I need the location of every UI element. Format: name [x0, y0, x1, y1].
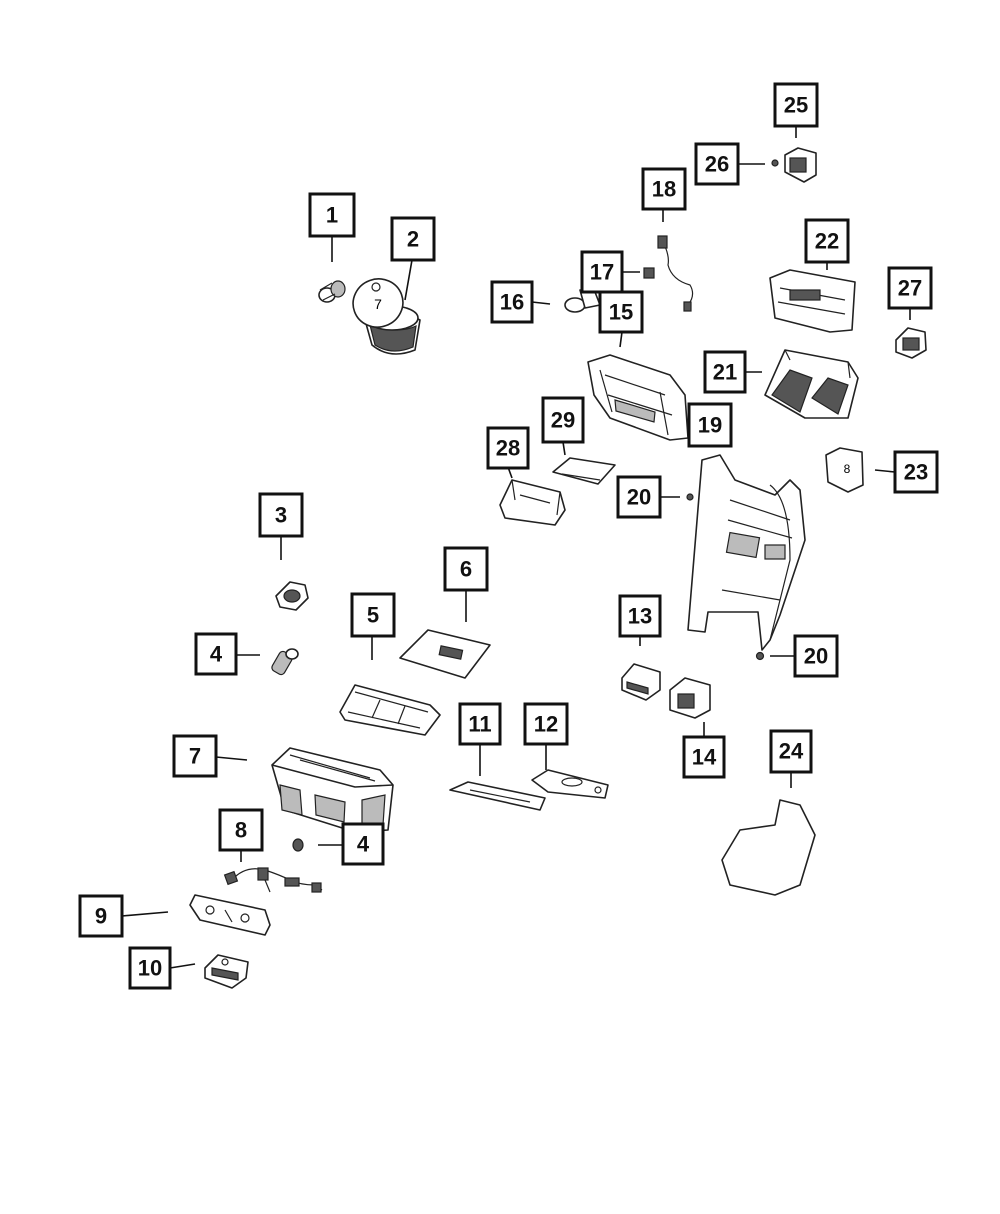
- svg-text:21: 21: [713, 360, 737, 385]
- callout-12: 12: [523, 702, 569, 746]
- part-26-screw: [771, 159, 779, 167]
- callout-10: 10: [128, 946, 172, 990]
- svg-text:16: 16: [500, 290, 524, 315]
- part-21-vent-housing: [764, 349, 859, 419]
- svg-text:26: 26: [705, 152, 729, 177]
- svg-text:20: 20: [804, 644, 828, 669]
- callout-24: 24: [769, 729, 813, 774]
- callout-13: 13: [618, 594, 662, 638]
- part-14-switch-block: [669, 677, 711, 719]
- part-3-bezel: [275, 581, 309, 611]
- svg-text:23: 23: [904, 460, 928, 485]
- svg-text:15: 15: [609, 300, 633, 325]
- callout-9: 9: [78, 894, 124, 938]
- callout-19: 19: [687, 402, 733, 448]
- callout-4-upper: 4: [194, 632, 238, 676]
- part-6-mat: [399, 629, 491, 679]
- callout-21: 21: [703, 350, 747, 394]
- part-22-vent-panel: [769, 269, 856, 333]
- part-20-clip-upper: [686, 493, 694, 501]
- part-5-tray: [339, 684, 441, 736]
- part-25-switch: [784, 147, 817, 183]
- svg-text:12: 12: [534, 712, 558, 737]
- part-27-switch: [895, 327, 927, 359]
- part-24-mat: [721, 799, 816, 896]
- part-11-trim-strip: [449, 781, 546, 811]
- callout-20-upper: 20: [616, 475, 662, 519]
- callout-17: 17: [580, 250, 624, 294]
- part-2-cupholder: 7: [352, 278, 421, 355]
- svg-text:11: 11: [468, 712, 491, 737]
- svg-text:4: 4: [357, 832, 370, 857]
- callout-3: 3: [258, 492, 304, 538]
- part-17-clip: [643, 267, 655, 279]
- svg-text:4: 4: [210, 642, 223, 667]
- svg-text:24: 24: [779, 739, 804, 764]
- svg-text:9: 9: [95, 904, 107, 929]
- svg-text:22: 22: [815, 229, 839, 254]
- svg-text:1: 1: [326, 203, 338, 228]
- part-4-socket-lower: [292, 838, 304, 852]
- part-4-socket-upper: [271, 648, 299, 676]
- svg-text:10: 10: [138, 956, 162, 981]
- callout-5: 5: [350, 592, 396, 638]
- svg-text:29: 29: [551, 408, 575, 433]
- callout-28: 28: [486, 426, 530, 470]
- callout-11: 11: [458, 702, 502, 746]
- callout-4-lower: 4: [341, 822, 385, 866]
- callout-22: 22: [804, 218, 850, 264]
- svg-text:28: 28: [496, 436, 520, 461]
- svg-text:25: 25: [784, 93, 808, 118]
- callout-29: 29: [541, 396, 585, 444]
- part-1-plug: [318, 280, 346, 303]
- svg-text:7: 7: [189, 744, 201, 769]
- lid-mark: 7: [374, 296, 382, 312]
- callout-27: 27: [887, 266, 933, 310]
- svg-text:2: 2: [407, 227, 419, 252]
- callout-18: 18: [641, 167, 687, 211]
- svg-text:8: 8: [235, 818, 247, 843]
- part-7-console-base: [271, 747, 394, 833]
- part-28-bracket: [499, 479, 566, 526]
- part-19-side-panel: [687, 454, 806, 651]
- callout-6: 6: [443, 546, 489, 592]
- svg-text:27: 27: [898, 276, 922, 301]
- part-29-plate: [552, 457, 616, 485]
- part-12-trim-plate: [531, 769, 609, 799]
- part-18-cable: [657, 235, 694, 312]
- svg-text:3: 3: [275, 503, 287, 528]
- callout-26: 26: [694, 142, 740, 186]
- callout-8: 8: [218, 808, 264, 852]
- svg-text:6: 6: [460, 557, 472, 582]
- part-8-wire-harness: [223, 867, 323, 893]
- svg-text:17: 17: [590, 260, 614, 285]
- svg-text:14: 14: [692, 745, 717, 770]
- part-13-usb-module: [621, 663, 661, 701]
- svg-text:19: 19: [698, 413, 722, 438]
- callout-14: 14: [682, 735, 726, 779]
- part-9-bracket: [189, 894, 271, 936]
- callout-23: 23: [893, 450, 939, 494]
- part-15-console-frame: [587, 354, 689, 441]
- callout-2: 2: [390, 216, 436, 262]
- callout-1: 1: [308, 192, 356, 238]
- svg-text:20: 20: [627, 485, 651, 510]
- callout-20-lower: 20: [793, 634, 839, 678]
- part-23-cover-plate: 8: [825, 447, 864, 493]
- callout-25: 25: [773, 82, 819, 128]
- switch-mark: 8: [844, 462, 851, 476]
- callout-15: 15: [598, 290, 644, 334]
- svg-text:13: 13: [628, 604, 652, 629]
- part-20-clip-lower: [755, 651, 765, 661]
- part-10-module: [204, 954, 249, 989]
- callout-16: 16: [490, 280, 534, 324]
- callout-7: 7: [172, 734, 218, 778]
- svg-text:18: 18: [652, 177, 676, 202]
- svg-text:5: 5: [367, 603, 379, 628]
